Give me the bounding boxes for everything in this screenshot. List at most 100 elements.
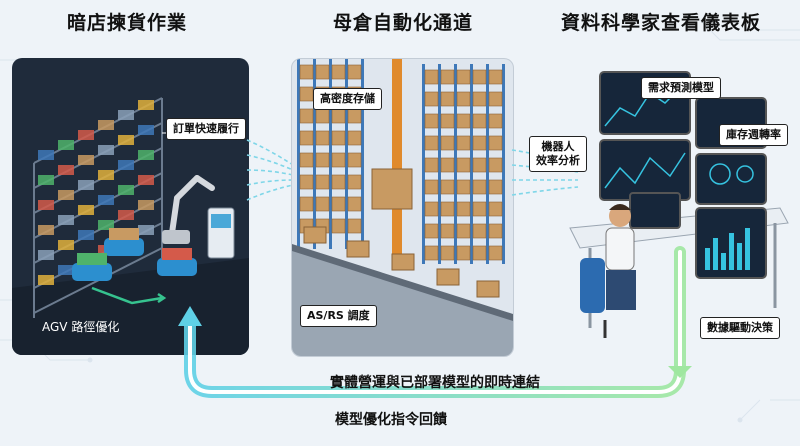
rack-upright	[345, 59, 348, 249]
conveyor-box	[346, 240, 370, 258]
rack-upright	[470, 64, 473, 264]
rack-box	[347, 196, 362, 212]
robot-arm	[169, 175, 215, 236]
rack-box	[456, 245, 471, 261]
rack-box	[347, 152, 362, 168]
rack-box	[440, 69, 455, 85]
storage-bin	[78, 230, 94, 240]
rack-box	[315, 174, 330, 190]
rack-box	[424, 201, 439, 217]
rack-box	[331, 196, 346, 212]
rack-box	[315, 196, 330, 212]
rack-box	[424, 179, 439, 195]
rack-box	[456, 201, 471, 217]
rack-box	[472, 69, 487, 85]
rack-upright	[486, 64, 489, 264]
conveyor-box	[436, 268, 460, 286]
conveyor-box	[391, 253, 415, 271]
storage-bin	[38, 175, 54, 185]
storage-bin	[58, 140, 74, 150]
rack-box	[424, 135, 439, 151]
rack-box	[488, 135, 503, 151]
rack-box	[331, 130, 346, 146]
storage-bin	[118, 160, 134, 170]
rack-box	[331, 64, 346, 80]
dashboard-title: 資料科學家查看儀表板	[560, 12, 761, 34]
storage-bin	[138, 175, 154, 185]
rack-box	[440, 113, 455, 129]
rack-box	[472, 135, 487, 151]
storage-bin	[38, 150, 54, 160]
callout-robot-efficiency-line2: 效率分析	[536, 153, 580, 167]
storage-bin	[138, 125, 154, 135]
rack-box	[299, 196, 314, 212]
callout-inventory-turnover: 庫存週轉率	[719, 124, 788, 146]
rack-upright	[454, 64, 457, 264]
rack-upright	[422, 64, 425, 264]
storage-bin	[98, 195, 114, 205]
callout-agv-path: AGV 路徑優化	[42, 320, 120, 334]
rack-box	[347, 218, 362, 234]
storage-bin	[58, 215, 74, 225]
rack-box	[440, 201, 455, 217]
rack-box	[440, 179, 455, 195]
warehouse-illustration	[292, 59, 513, 356]
rack-upright	[502, 64, 505, 264]
rack-box	[440, 135, 455, 151]
rack-box	[488, 223, 503, 239]
storage-rack	[33, 97, 163, 318]
rack-box	[331, 218, 346, 234]
rack-box	[488, 201, 503, 217]
rack-box	[299, 174, 314, 190]
rack-box	[331, 174, 346, 190]
rack-box	[456, 91, 471, 107]
storage-bin	[138, 200, 154, 210]
rack-box	[472, 157, 487, 173]
rack-upright	[438, 64, 441, 264]
rack-box	[440, 223, 455, 239]
storage-bin	[118, 185, 134, 195]
conveyor-box	[303, 226, 327, 244]
rack-upright	[313, 59, 316, 249]
storage-bin	[78, 180, 94, 190]
storage-bin	[138, 225, 154, 235]
storage-bin	[58, 240, 74, 250]
storage-bin	[138, 100, 154, 110]
rack-box	[456, 113, 471, 129]
rack-box	[472, 113, 487, 129]
storage-bin	[138, 150, 154, 160]
storage-bin	[78, 130, 94, 140]
rack-box	[488, 179, 503, 195]
rack-box	[315, 152, 330, 168]
storage-bin	[58, 265, 74, 275]
rack-box	[488, 113, 503, 129]
rack-box	[424, 91, 439, 107]
rack-box	[440, 91, 455, 107]
rack-box	[440, 157, 455, 173]
rack-box	[456, 223, 471, 239]
rack-box	[347, 64, 362, 80]
storage-bin	[118, 210, 134, 220]
dashboard-illustration	[569, 71, 789, 338]
rack-box	[488, 69, 503, 85]
rack-box	[315, 130, 330, 146]
rack-box	[472, 201, 487, 217]
storage-bin	[78, 155, 94, 165]
storage-bin	[78, 205, 94, 215]
callout-fast-fulfillment: 訂單快速履行	[166, 118, 246, 140]
loop-lower-label: 模型優化指令回饋	[335, 412, 447, 428]
storage-bin	[98, 145, 114, 155]
storage-bin	[38, 225, 54, 235]
rack-box	[299, 152, 314, 168]
callout-robot-efficiency-line1: 機器人	[541, 140, 575, 153]
storage-bin	[98, 220, 114, 230]
dark-store-title: 暗店揀貨作業	[66, 12, 187, 34]
rack-upright	[361, 59, 364, 249]
rack-box	[456, 135, 471, 151]
storage-bin	[118, 135, 134, 145]
callout-robot-efficiency: 機器人 效率分析	[529, 136, 587, 172]
rack-box	[456, 69, 471, 85]
rack-box	[424, 157, 439, 173]
storage-bin	[38, 250, 54, 260]
